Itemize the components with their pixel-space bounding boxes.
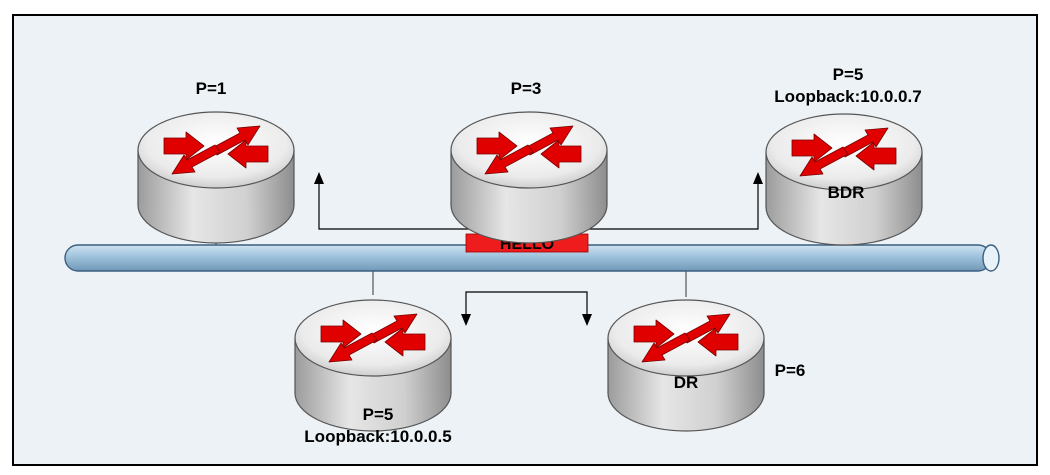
router-p3 (450, 111, 608, 244)
router-loopback-label: Loopback:10.0.0.5 (304, 427, 451, 446)
arrow-up-icon (314, 172, 324, 184)
router-dr (607, 299, 765, 432)
router-p1 (137, 111, 295, 244)
arrow-up-icon (753, 172, 763, 184)
reply-arrows (465, 291, 588, 316)
router-priority-label: P=1 (196, 79, 227, 98)
router-loopback-label: Loopback:10.0.0.7 (774, 87, 921, 106)
router-role-label: DR (674, 373, 699, 392)
arrow-down-icon (461, 314, 471, 326)
router-bdr (765, 113, 923, 246)
router-priority-label: P=5 (833, 65, 864, 84)
router-role-label: BDR (828, 183, 865, 202)
network-bus (64, 244, 1000, 272)
router-priority-label: P=3 (511, 79, 542, 98)
router-priority-label: P=6 (775, 361, 806, 380)
router-priority-label: P=5 (363, 405, 394, 424)
arrow-down-icon (582, 314, 592, 326)
